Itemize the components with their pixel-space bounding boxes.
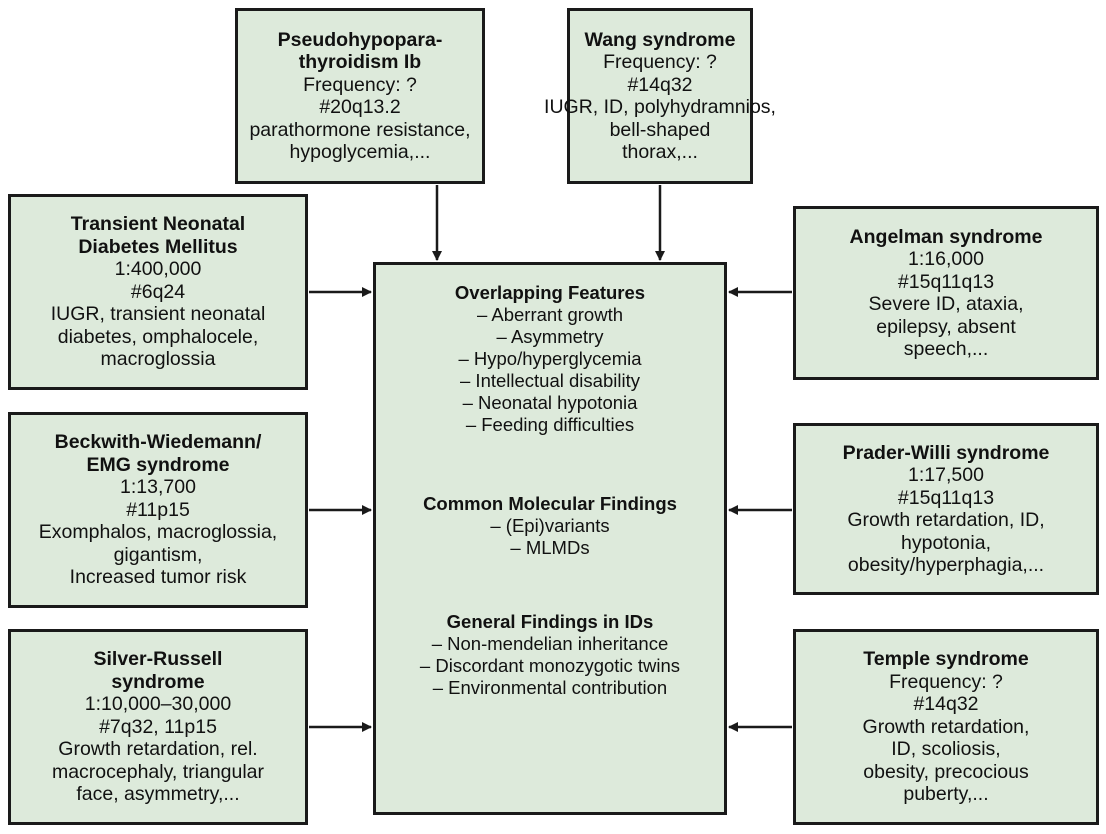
list-item: – Intellectual disability [460,370,640,391]
feature-text: parathormone resistance, [249,118,471,141]
feature-text: Growth retardation, [862,715,1030,738]
feature-text: macroglossia [100,348,216,371]
list-item: – Feeding difficulties [465,414,635,435]
feature-text: diabetes, omphalocele, [57,325,259,348]
box-title: syndrome [111,670,205,693]
feature-text: obesity/hyperphagia,... [847,554,1045,576]
angelman-syndrome-box: Angelman syndrome 1:16,000 #15q11q13 Sev… [793,206,1099,380]
list-item: – (Epi)variants [490,515,610,536]
box-title: Pseudohypopara- [277,28,443,51]
beckwith-wiedemann-box: Beckwith-Wiedemann/ EMG syndrome 1:13,70… [8,412,308,608]
frequency-text: 1:16,000 [908,248,984,270]
feature-text: puberty,... [903,783,989,806]
locus-text: #7q32, 11p15 [99,715,217,738]
list-item: – Aberrant growth [476,304,623,325]
feature-text: face, asymmetry,... [76,783,240,806]
locus-text: #20q13.2 [319,96,401,118]
molecular-findings-section: Common Molecular Findings – (Epi)variant… [423,493,677,559]
locus-text: #15q11q13 [897,270,995,293]
feature-text: obesity, precocious [863,760,1029,783]
feature-text: speech,... [903,338,989,360]
feature-text: Severe ID, ataxia, [868,293,1024,315]
feature-text: macrocephaly, triangular [51,760,265,783]
frequency-text: 1:400,000 [114,258,202,281]
locus-text: #15q11q13 [897,486,995,509]
locus-text: #14q32 [913,693,979,716]
box-title: Diabetes Mellitus [78,235,238,258]
section-title: General Findings in IDs [446,611,654,632]
locus-text: #14q32 [627,73,693,96]
box-title: EMG syndrome [86,453,230,476]
box-title: Silver-Russell [93,648,223,671]
box-title: Beckwith-Wiedemann/ [54,431,262,454]
list-item: – Asymmetry [496,326,604,347]
frequency-text: Frequency: ? [603,51,717,73]
list-item: – Non-mendelian inheritance [431,633,669,654]
general-findings-section: General Findings in IDs – Non-mendelian … [420,611,680,699]
feature-text: thorax,... [622,141,698,163]
list-item: – Neonatal hypotonia [462,392,638,413]
feature-text: Exomphalos, macroglossia, [38,521,278,544]
feature-text: gigantism, [113,543,203,566]
feature-text: hypoglycemia,... [289,141,431,163]
feature-text: Growth retardation, rel. [58,738,258,761]
feature-text: Increased tumor risk [69,566,247,589]
frequency-text: 1:13,700 [120,476,196,499]
box-title: thyroidism Ib [298,51,422,73]
feature-text: IUGR, transient neonatal [50,303,266,326]
wang-syndrome-box: Wang syndrome Frequency: ? #14q32 IUGR, … [544,8,776,184]
frequency-text: Frequency: ? [303,73,417,96]
box-title: Angelman syndrome [849,225,1043,248]
list-item: – Hypo/hyperglycemia [458,348,642,369]
box-title: Transient Neonatal [70,213,246,236]
feature-text: ID, scoliosis, [891,738,1001,761]
list-item: – MLMDs [510,537,590,558]
prader-willi-syndrome-box: Prader-Willi syndrome 1:17,500 #15q11q13… [793,423,1099,595]
transient-neonatal-diabetes-box: Transient Neonatal Diabetes Mellitus 1:4… [8,194,308,390]
feature-text: bell-shaped [609,118,711,141]
frequency-text: Frequency: ? [889,670,1003,693]
feature-text: epilepsy, absent [876,315,1016,338]
list-item: – Discordant monozygotic twins [419,655,681,676]
feature-text: Growth retardation, ID, [847,509,1045,531]
list-item: – Environmental contribution [432,677,668,698]
section-title: Common Molecular Findings [423,493,677,514]
overlapping-features-section: Overlapping Features – Aberrant growth –… [455,282,645,436]
box-title: Prader-Willi syndrome [842,441,1050,464]
box-title: Wang syndrome [584,28,736,51]
frequency-text: 1:17,500 [908,464,984,486]
temple-syndrome-box: Temple syndrome Frequency: ? #14q32 Grow… [793,629,1099,825]
box-title: Temple syndrome [863,648,1029,671]
silver-russell-box: Silver-Russell syndrome 1:10,000–30,000 … [8,629,308,825]
feature-text: hypotonia, [901,531,991,554]
section-title: Overlapping Features [454,282,646,303]
pseudohypoparathyroidism-ib-box: Pseudohypopara- thyroidism Ib Frequency:… [235,8,485,184]
locus-text: #11p15 [126,498,190,521]
frequency-text: 1:10,000–30,000 [84,693,232,716]
feature-text: IUGR, ID, polyhydramnios, [544,96,776,118]
locus-text: #6q24 [130,280,186,303]
central-findings-box: Overlapping Features – Aberrant growth –… [373,262,727,815]
